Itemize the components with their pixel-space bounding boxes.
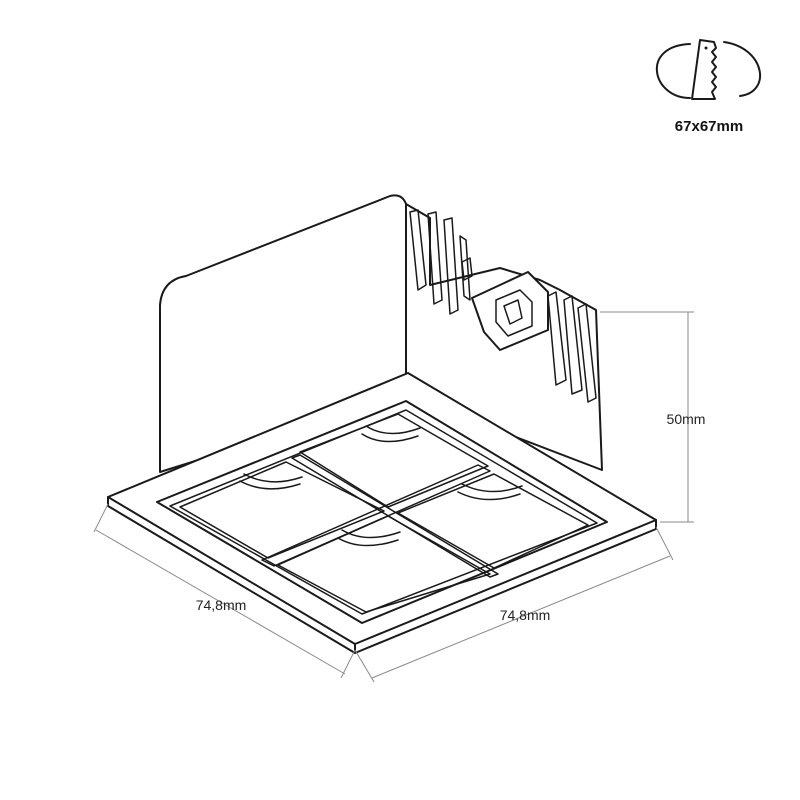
reflector-grid — [179, 413, 589, 613]
cutout-size-label: 67x67mm — [675, 118, 743, 135]
width-left-dimension — [93, 503, 356, 679]
width-right-dimension — [354, 526, 674, 683]
height-label: 50mm — [667, 411, 706, 427]
reflector-cell — [277, 515, 491, 613]
width-right-label: 74,8mm — [500, 607, 551, 623]
spring-clip — [471, 271, 549, 351]
width-left-label: 74,8mm — [196, 597, 247, 613]
reflector-cell — [179, 461, 385, 559]
reflector-cell — [397, 473, 589, 569]
reflector-cell — [299, 413, 489, 508]
saw-cutout-icon — [656, 39, 761, 100]
height-dimension — [600, 311, 694, 523]
